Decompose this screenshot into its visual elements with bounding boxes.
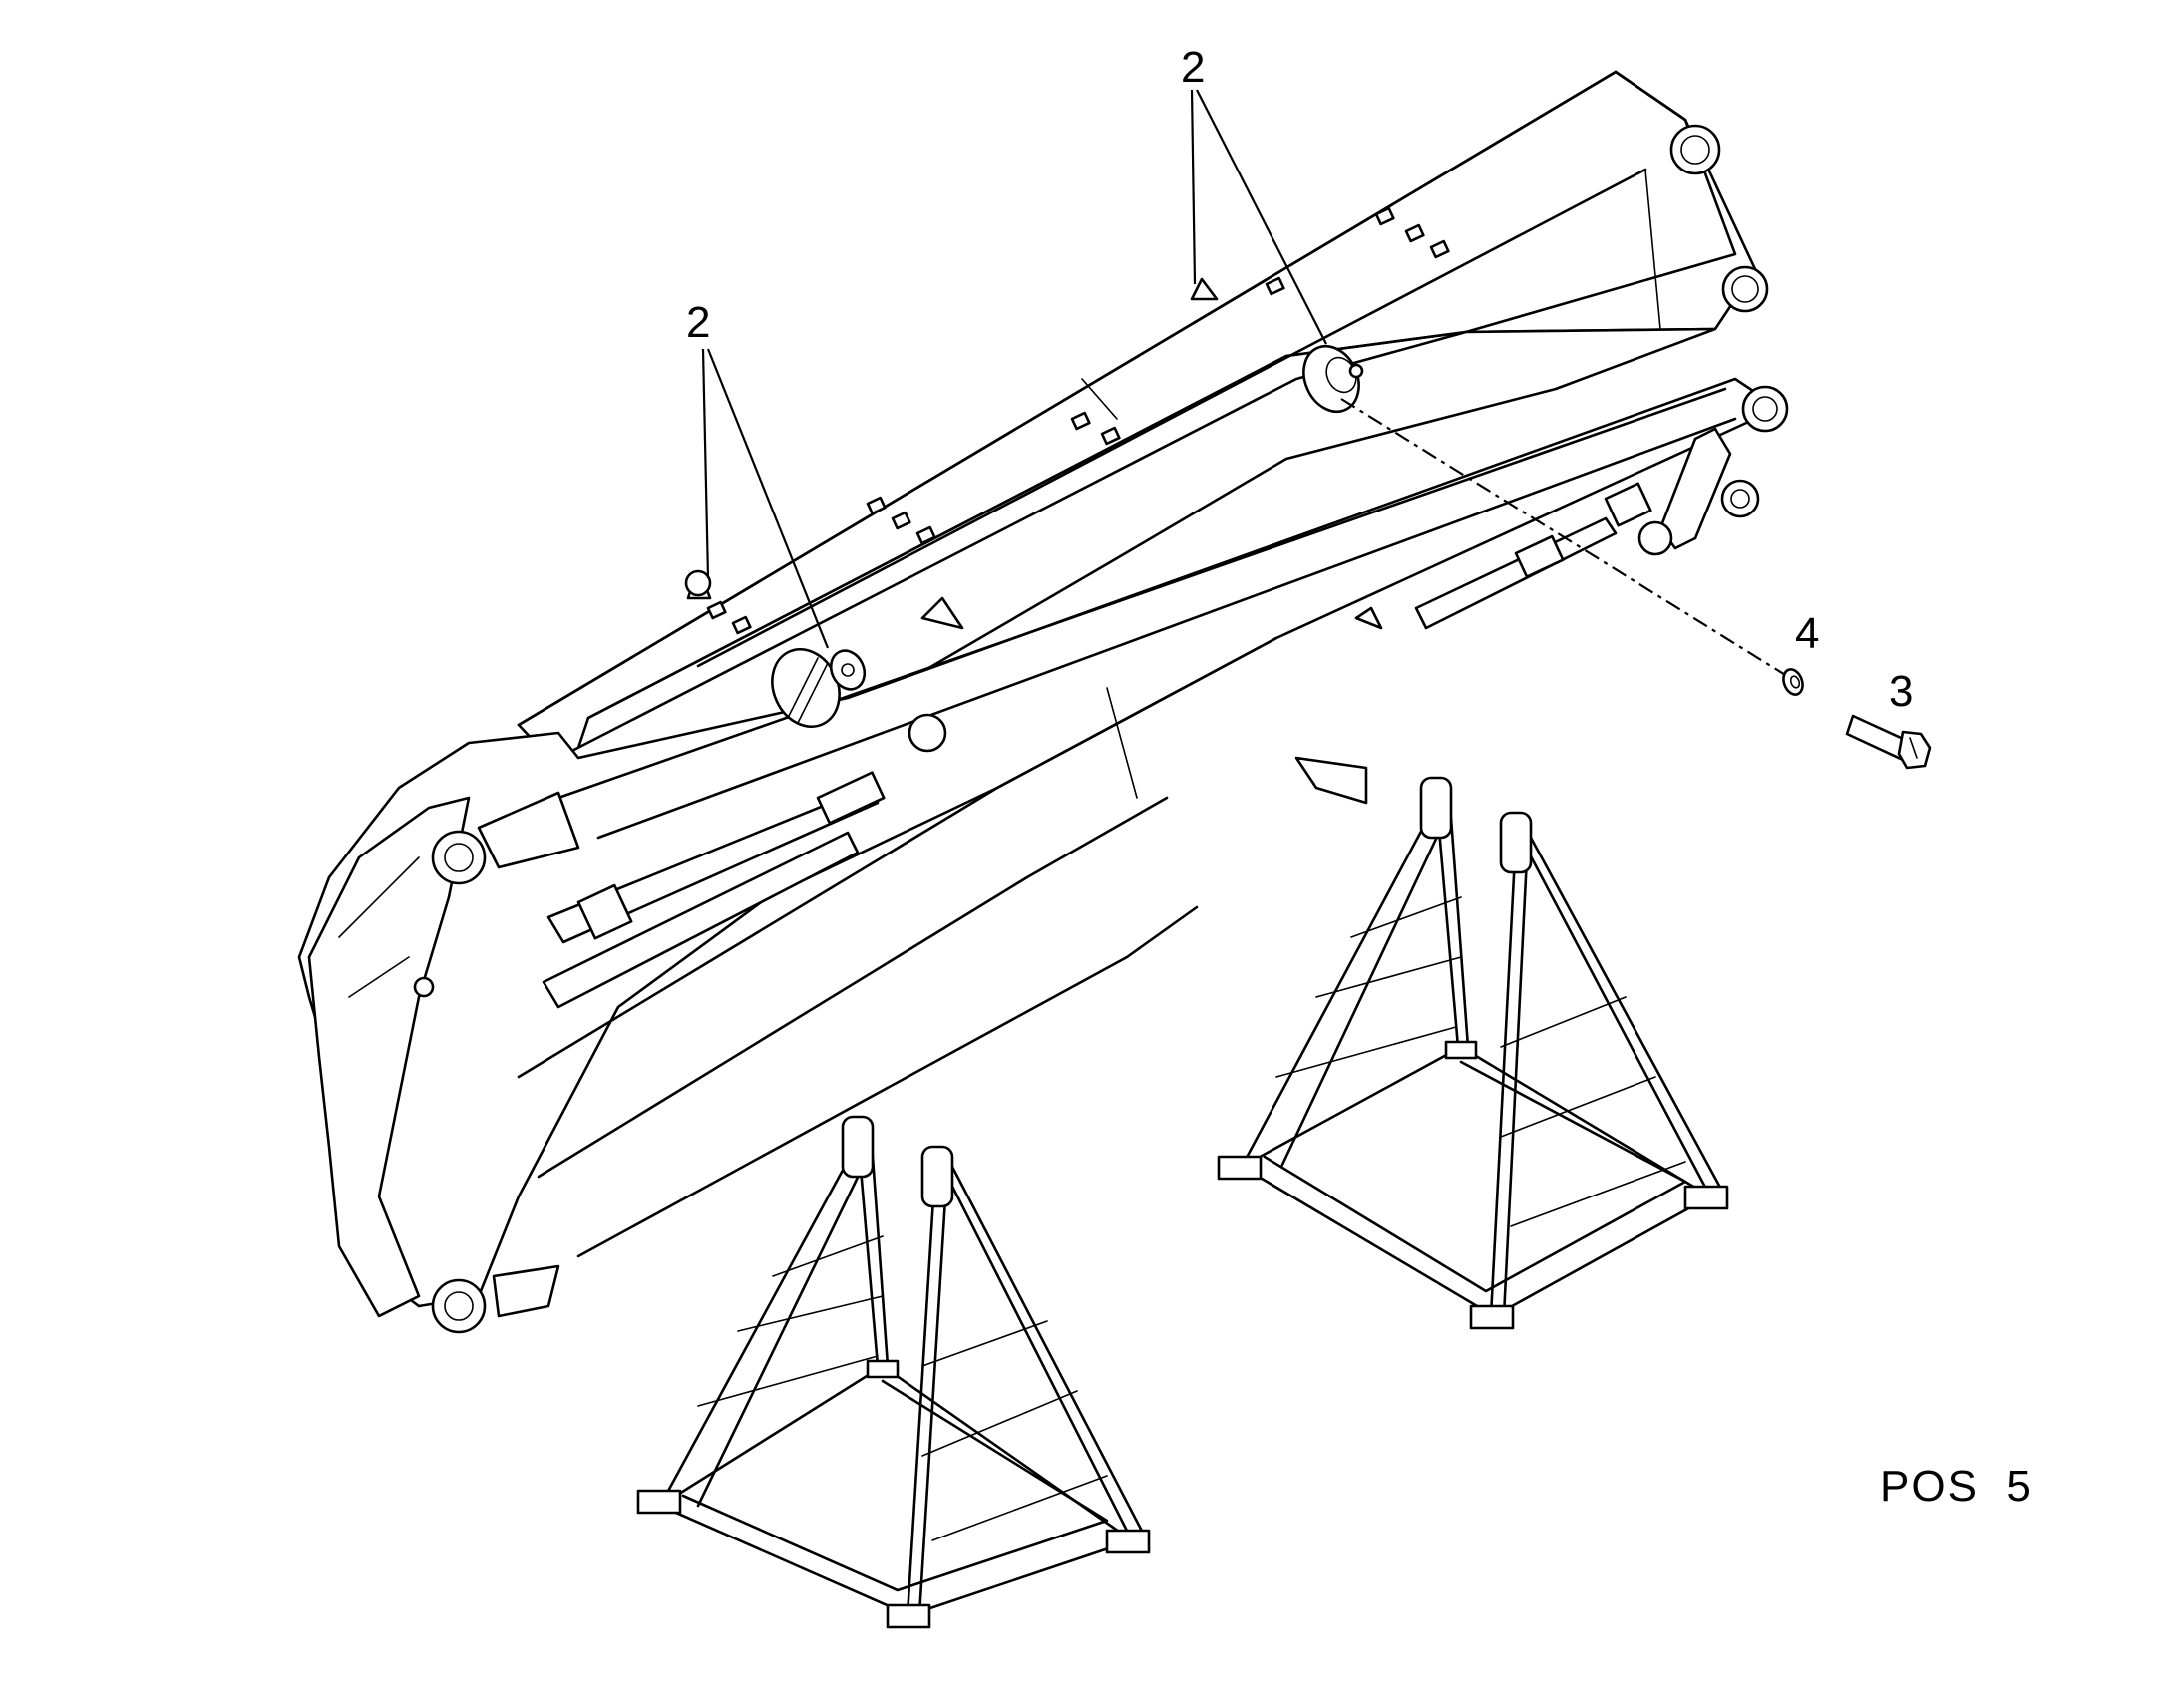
- assembly-centerline: [1340, 398, 1791, 679]
- callout-3: 3: [1889, 667, 1913, 716]
- callout-2-left: 2: [686, 298, 710, 347]
- position-label: POS 5: [1880, 1462, 2033, 1511]
- callout-2-center: 2: [1181, 43, 1205, 92]
- pin-center: [1302, 344, 1364, 414]
- boom-lower-arm: [297, 377, 1789, 1334]
- pin-left: [771, 648, 867, 728]
- bolt-icon: [1845, 714, 1932, 770]
- hydraulic-cylinders: [542, 482, 1673, 1009]
- support-stand-front: [636, 1115, 1151, 1629]
- callout-4: 4: [1795, 609, 1819, 658]
- leader-lines: [701, 89, 1327, 649]
- washer-icon: [1782, 668, 1804, 696]
- support-stand-back: [1217, 776, 1729, 1330]
